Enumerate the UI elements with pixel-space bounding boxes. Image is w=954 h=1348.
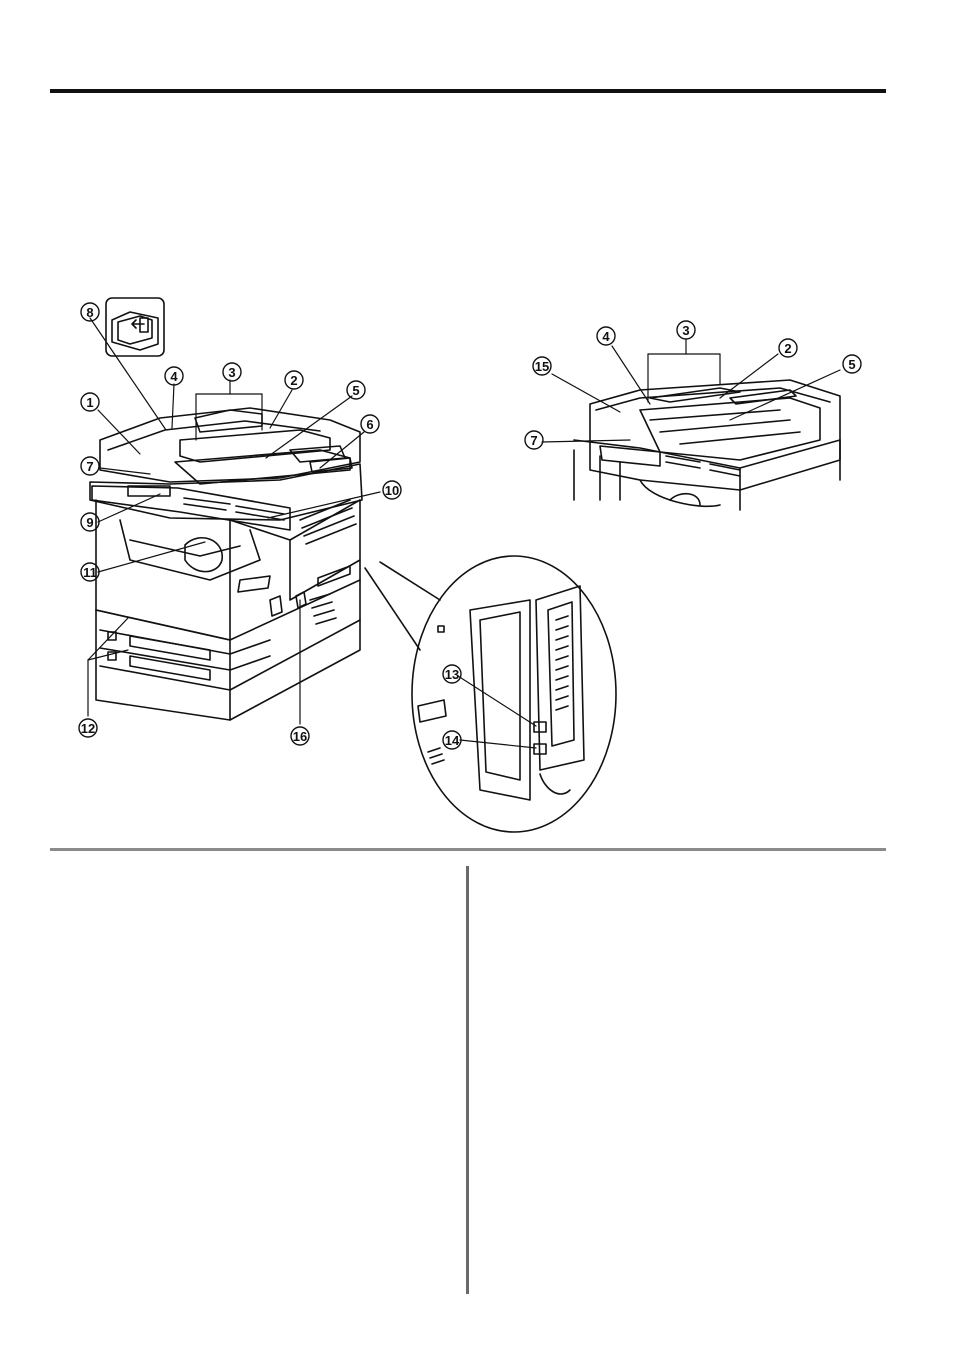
column-divider	[466, 866, 469, 1294]
callout-13-circle	[442, 664, 462, 684]
callout-16-label: 16	[293, 729, 307, 744]
callout-2b-label: 2	[784, 341, 791, 356]
callout-7-circle	[80, 456, 100, 476]
callout-14-circle	[442, 730, 462, 750]
callout-6-circle	[360, 414, 380, 434]
callout-6-label: 6	[366, 417, 373, 432]
callout-14-label: 14	[445, 733, 460, 748]
callout-3-circle	[222, 362, 242, 382]
callout-15-circle	[532, 356, 552, 376]
callout-7-label: 7	[86, 459, 93, 474]
leader-lines	[87, 317, 841, 749]
callout-11-label: 11	[83, 565, 97, 580]
callout-4-circle	[164, 366, 184, 386]
callout-9-circle	[80, 512, 100, 532]
callout-11-circle	[80, 562, 100, 582]
callout-2-label: 2	[290, 373, 297, 388]
callout-4b-circle	[596, 326, 616, 346]
callout-4-label: 4	[170, 369, 178, 384]
callout-4b-label: 4	[602, 329, 610, 344]
callout-5b-label: 5	[848, 357, 855, 372]
callout-3-label: 3	[228, 365, 235, 380]
callout-12-label: 12	[81, 721, 95, 736]
callout-7b-circle	[524, 430, 544, 450]
copier-illustration: 8 1 4 3 2 5 6 7 9 10 11 12 16 13 14 4 3 …	[78, 297, 862, 833]
callout-2b-circle	[778, 338, 798, 358]
top-rule	[50, 89, 886, 93]
callout-9-label: 9	[86, 515, 93, 530]
callout-13-label: 13	[445, 667, 459, 682]
section-divider	[50, 848, 886, 851]
document-processor-drawing	[573, 379, 841, 511]
callout-1-circle	[80, 392, 100, 412]
callout-5b-circle	[842, 354, 862, 374]
callout-10-circle	[382, 480, 402, 500]
callout-3b-circle	[676, 320, 696, 340]
callout-8-label: 8	[86, 305, 93, 320]
callout-16-circle	[290, 726, 310, 746]
callout-1-label: 1	[86, 395, 93, 410]
callout-5-circle	[346, 380, 366, 400]
callout-3b-label: 3	[682, 323, 689, 338]
callout-12-circle	[78, 718, 98, 738]
callout-10-label: 10	[385, 483, 399, 498]
main-copier-drawing	[89, 407, 363, 721]
callout-2-circle	[284, 370, 304, 390]
callout-7b-label: 7	[530, 433, 537, 448]
callout-circles	[78, 302, 862, 750]
callout-8-circle	[80, 302, 100, 322]
original-set-indicator-icon	[105, 297, 165, 357]
callout-5-label: 5	[352, 383, 359, 398]
callout-15-label: 15	[535, 359, 549, 374]
interface-detail-circle	[364, 555, 617, 833]
